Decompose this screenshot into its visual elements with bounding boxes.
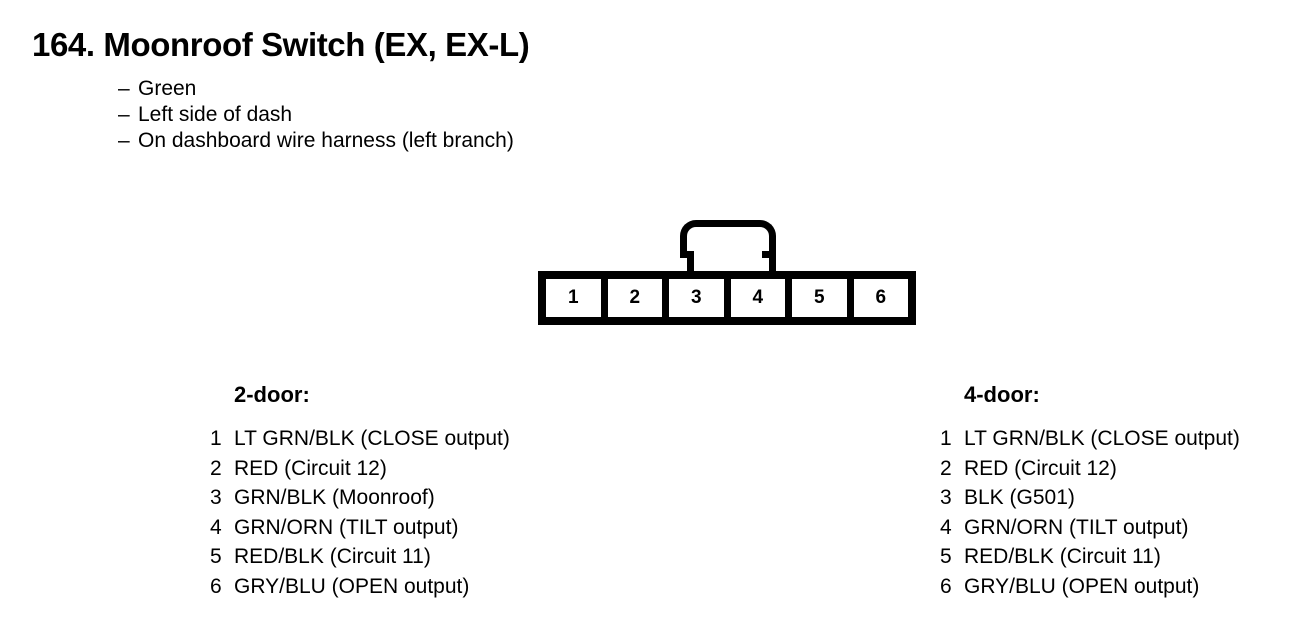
pin-cavity-3: 3 bbox=[669, 279, 731, 317]
pin-cavity-4: 4 bbox=[730, 279, 792, 317]
pin-number: 4 bbox=[940, 515, 952, 539]
column-heading-2-door: 2-door: bbox=[234, 382, 310, 407]
pin-number: 1 bbox=[940, 427, 952, 450]
pin-cavity-2: 2 bbox=[607, 279, 669, 317]
pin-label: GRN/BLK (Moonroof) bbox=[234, 486, 435, 509]
pin-assignment-row: 3 GRN/BLK (Moonroof) bbox=[210, 483, 510, 513]
note-text: Green bbox=[138, 77, 197, 100]
pin-assignment-row: 2 RED (Circuit 12) bbox=[940, 454, 1240, 484]
pin-assignment-row: 3 BLK (G501) bbox=[940, 483, 1240, 513]
pin-assignment-row: 5 RED/BLK (Circuit 11) bbox=[210, 542, 510, 572]
connector-body: 1 2 3 4 5 6 bbox=[538, 271, 916, 325]
connector-locking-tab-icon bbox=[680, 220, 776, 258]
pin-assignment-row: 1 LT GRN/BLK (CLOSE output) bbox=[940, 424, 1240, 454]
tab-stem-right bbox=[769, 251, 776, 278]
pin-assignment-row: 4 GRN/ORN (TILT output) bbox=[210, 513, 510, 543]
pin-number: 6 bbox=[940, 574, 952, 598]
pin-assignment-row: 1 LT GRN/BLK (CLOSE output) bbox=[210, 424, 510, 454]
pin-number: 6 bbox=[210, 574, 222, 598]
pin-number: 3 bbox=[940, 486, 952, 509]
pin-label: BLK (G501) bbox=[964, 486, 1075, 509]
pin-cavity-5: 5 bbox=[792, 279, 854, 317]
pin-cavity-1: 1 bbox=[546, 279, 608, 317]
connector-diagram: 1 2 3 4 5 6 bbox=[538, 220, 918, 325]
pin-number: 2 bbox=[210, 456, 222, 480]
pin-label: LT GRN/BLK (CLOSE output) bbox=[234, 427, 510, 450]
dash-bullet-icon: – bbox=[118, 103, 130, 126]
dash-bullet-icon: – bbox=[118, 77, 130, 100]
pin-list-2-door: 2-door: 1 LT GRN/BLK (CLOSE output) 2 RE… bbox=[210, 382, 510, 602]
pin-number: 4 bbox=[210, 515, 222, 539]
pin-label: GRN/ORN (TILT output) bbox=[234, 515, 459, 539]
pin-cavity-6: 6 bbox=[853, 279, 908, 317]
pin-label: RED/BLK (Circuit 11) bbox=[234, 545, 431, 568]
pin-number: 5 bbox=[210, 545, 222, 568]
column-heading-4-door: 4-door: bbox=[964, 382, 1040, 407]
pin-label: RED (Circuit 12) bbox=[234, 456, 387, 480]
pin-list-4-door: 4-door: 1 LT GRN/BLK (CLOSE output) 2 RE… bbox=[940, 382, 1240, 602]
pin-assignment-row: 6 GRY/BLU (OPEN output) bbox=[940, 572, 1240, 602]
note-text: On dashboard wire harness (left branch) bbox=[138, 129, 514, 152]
pin-label: GRN/ORN (TILT output) bbox=[964, 515, 1189, 539]
note-item: – Green bbox=[118, 76, 818, 102]
page-title: 164. Moonroof Switch (EX, EX-L) bbox=[32, 26, 530, 63]
pin-label: RED/BLK (Circuit 11) bbox=[964, 545, 1161, 568]
note-item: – On dashboard wire harness (left branch… bbox=[118, 128, 818, 154]
note-item: – Left side of dash bbox=[118, 102, 818, 128]
pin-label: LT GRN/BLK (CLOSE output) bbox=[964, 427, 1240, 450]
pin-number: 3 bbox=[210, 486, 222, 509]
pin-assignment-row: 4 GRN/ORN (TILT output) bbox=[940, 513, 1240, 543]
pin-label: RED (Circuit 12) bbox=[964, 456, 1117, 480]
pin-assignment-row: 2 RED (Circuit 12) bbox=[210, 454, 510, 484]
pin-assignment-row: 6 GRY/BLU (OPEN output) bbox=[210, 572, 510, 602]
pin-number: 5 bbox=[940, 545, 952, 568]
dash-bullet-icon: – bbox=[118, 129, 130, 152]
pin-assignment-row: 5 RED/BLK (Circuit 11) bbox=[940, 542, 1240, 572]
pin-label: GRY/BLU (OPEN output) bbox=[234, 574, 470, 598]
pin-number: 1 bbox=[210, 427, 222, 450]
pin-label: GRY/BLU (OPEN output) bbox=[964, 574, 1200, 598]
pin-number: 2 bbox=[940, 456, 952, 480]
note-text: Left side of dash bbox=[138, 103, 293, 126]
tab-stem-left bbox=[687, 251, 694, 278]
notes-list: – Green – Left side of dash – On dashboa… bbox=[118, 76, 818, 154]
